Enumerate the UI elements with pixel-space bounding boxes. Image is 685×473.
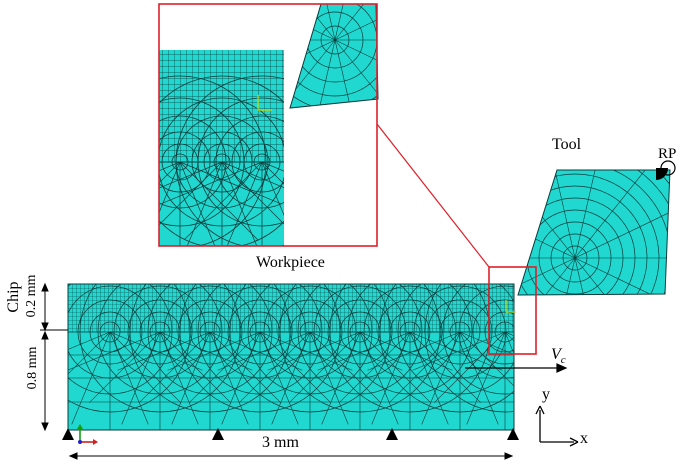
velocity-subscript: c xyxy=(560,354,566,367)
support-icon xyxy=(212,428,224,440)
zoom-coarse-mesh xyxy=(159,75,284,246)
workpiece-height-dimension xyxy=(41,330,49,432)
workpiece-label: Workpiece xyxy=(256,254,325,271)
cutting-velocity-arrow xyxy=(465,363,568,373)
velocity-symbol: V xyxy=(551,346,561,363)
workpiece-length-dimension xyxy=(68,452,514,460)
global-axis-icon xyxy=(535,405,579,447)
support-icon xyxy=(386,428,398,440)
support-icon xyxy=(62,428,74,440)
zoom-source-frame xyxy=(488,266,537,355)
boundary-supports xyxy=(62,428,519,440)
workpiece-coarse-mesh xyxy=(68,284,514,430)
small-local-triad-icon xyxy=(505,300,516,313)
zoom-inset-frame xyxy=(158,3,378,247)
reference-point-marker xyxy=(660,160,676,176)
chip-label: Chip xyxy=(5,281,22,313)
tool-mesh xyxy=(518,170,670,295)
tool-label: Tool xyxy=(552,136,582,153)
axis-x-label: x xyxy=(580,430,588,447)
workpiece-outline xyxy=(67,283,515,431)
zoom-local-triad-icon xyxy=(257,95,272,111)
reference-point-icon xyxy=(656,168,668,180)
chip-thickness-dimension xyxy=(40,282,68,332)
support-icon xyxy=(507,428,519,440)
zoom-connector-line xyxy=(376,123,490,268)
axis-y-label: y xyxy=(542,386,550,403)
chip-thickness-label: 0.2 mm xyxy=(24,274,39,318)
workpiece-height-label: 0.8 mm xyxy=(25,346,40,390)
model-triad-icon xyxy=(77,424,98,445)
zoom-inset xyxy=(158,3,379,247)
workpiece-length-label: 3 mm xyxy=(262,434,299,451)
rp-label: RP xyxy=(658,146,677,162)
tool xyxy=(517,169,671,296)
velocity-label: Vc xyxy=(551,346,566,366)
workpiece xyxy=(67,283,515,431)
